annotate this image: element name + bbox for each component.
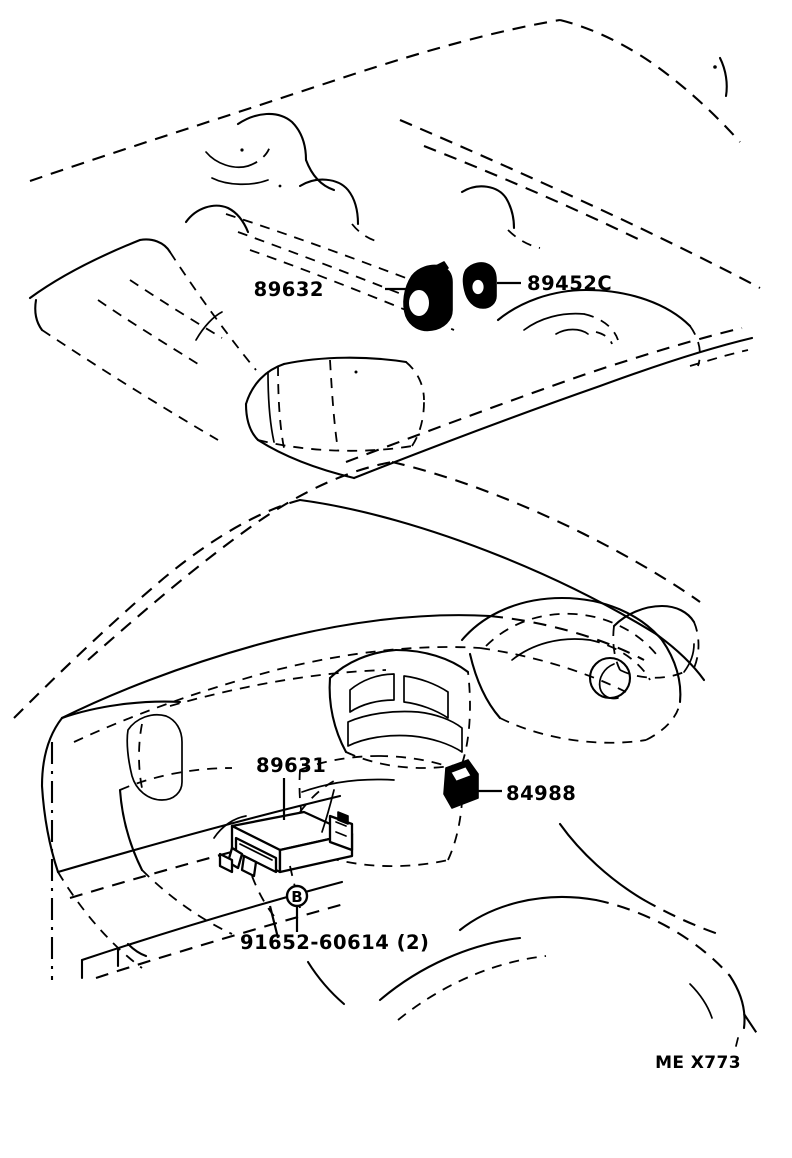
registration-dot	[713, 65, 717, 69]
center-stack	[328, 648, 471, 769]
dash-top-surface	[60, 614, 645, 743]
bolt-marker-letter: B	[291, 888, 302, 906]
callout-89632: 89632	[254, 278, 324, 301]
callout-89631: 89631	[256, 754, 326, 777]
part-89632-component	[403, 261, 453, 332]
sheet-code-tick	[735, 1037, 739, 1047]
cowl-panel	[205, 112, 336, 192]
fender-right-lines	[399, 56, 761, 289]
air-cleaner-block	[244, 356, 425, 452]
dash-left-end	[40, 700, 233, 980]
part-89452c-component	[462, 262, 497, 309]
upper-panel-leaders	[385, 281, 521, 291]
lower-panel-callouts: 89631 84988 91652-60614 (2)	[240, 754, 576, 954]
a-pillar-and-windshield	[13, 460, 706, 719]
registration-dot	[278, 184, 282, 188]
instrument-cluster-hood	[460, 596, 682, 744]
cowl-upper-edge	[29, 18, 741, 182]
console-and-seat	[306, 822, 761, 1039]
bolt-marker-b: B	[285, 884, 309, 908]
lower-panel-leaders	[268, 778, 502, 939]
strut-tower-area	[496, 288, 701, 367]
lower-apron-line	[256, 326, 754, 480]
dash-vent-right	[612, 604, 700, 679]
part-89631-component	[218, 810, 354, 878]
part-84988-component	[443, 759, 479, 809]
callout-84988: 84988	[506, 782, 576, 805]
engine-cover-ribs	[184, 178, 541, 331]
lower-panel-group: B	[13, 460, 761, 1039]
callout-89452c: 89452C	[527, 272, 612, 295]
sheet-code: ME X773	[655, 1053, 741, 1073]
callout-91652-60614: 91652-60614 (2)	[240, 931, 429, 954]
steering-column-boss	[588, 656, 632, 700]
upper-panel-callouts: 89632 89452C	[254, 272, 612, 301]
engine-left-bank	[28, 238, 257, 441]
upper-panel-group	[28, 18, 761, 480]
